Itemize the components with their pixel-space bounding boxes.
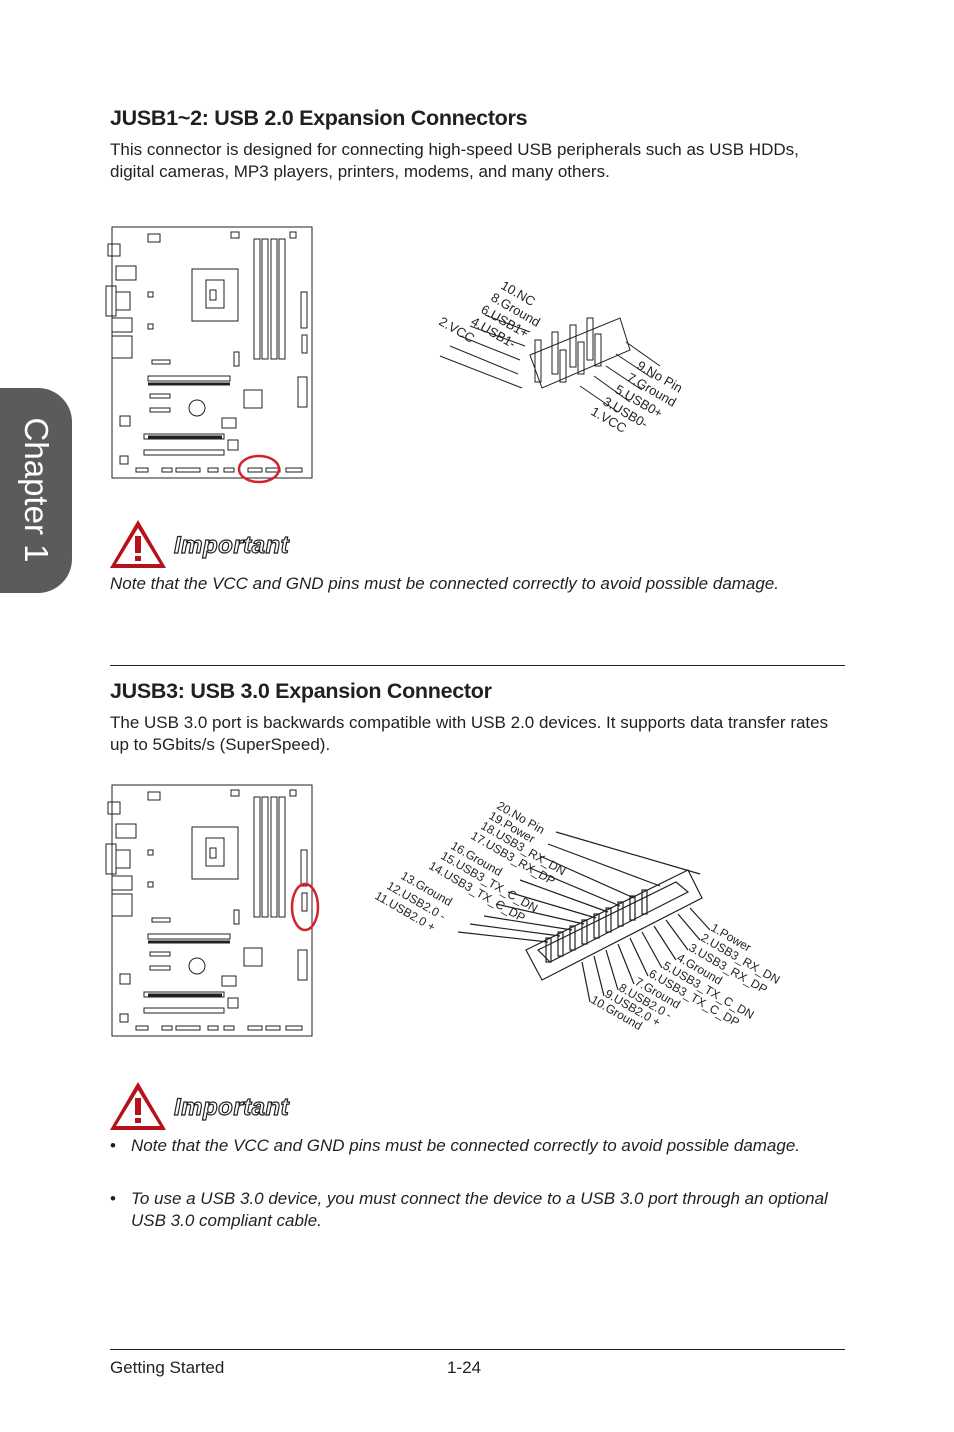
section2-heading: JUSB3: USB 3.0 Expansion Connector [110,679,492,703]
chapter-tab: Chapter 1 [0,388,72,593]
section2-body: The USB 3.0 port is backwards compatible… [110,713,829,754]
warning-triangle-icon [110,520,166,568]
section1-note: Note that the VCC and GND pins must be c… [110,574,780,593]
note-bullet: • Note that the VCC and GND pins must be… [110,1135,840,1157]
section1-body: This connector is designed for connectin… [110,140,799,181]
bullet-marker: • [110,1189,116,1208]
usb2-header-diagram: 10.NC 8.Ground 6.USB1+ 4.USB1- 2.VCC 9.N… [437,278,686,436]
usb2-pin-label-left: 2.VCC [437,314,478,346]
chapter-tab-label: Chapter 1 [18,417,55,563]
usb3-header-diagram: 20.No Pin 19.Power 18.USB3_RX_DN 17.USB3… [373,798,783,1032]
motherboard-diagram-1 [105,226,313,484]
important-label-1: Important [173,531,290,559]
note-text: Note that the VCC and GND pins must be c… [131,1136,801,1155]
section1-heading: JUSB1~2: USB 2.0 Expansion Connectors [110,106,528,130]
note-bullet: • To use a USB 3.0 device, you must conn… [110,1188,840,1232]
footer-rule [110,1349,845,1350]
warning-triangle-icon [110,1082,166,1130]
note-text: To use a USB 3.0 device, you must connec… [131,1189,828,1230]
section-divider [110,665,845,666]
footer-section-title: Getting Started [110,1358,225,1377]
bullet-marker: • [110,1136,116,1155]
motherboard-diagram-2 [105,784,320,1037]
page-number: 1-24 [447,1358,482,1377]
important-label-2: Important [173,1093,290,1121]
